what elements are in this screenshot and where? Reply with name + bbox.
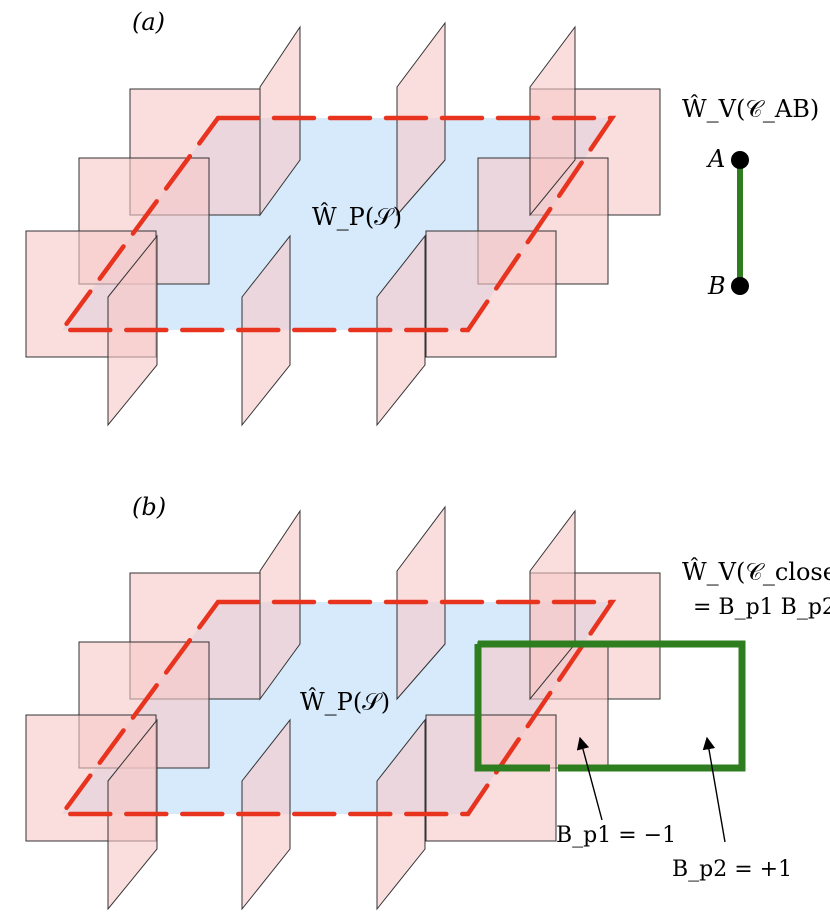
wilson-loop-closed bbox=[520, 640, 746, 772]
boundary-dashes-a bbox=[57, 115, 617, 333]
endpoint-a-label: A bbox=[706, 145, 725, 173]
surface-operator-label-b: Ŵ_P(𝒮) bbox=[300, 687, 390, 716]
panel-a: (a) Ŵ_P(𝒮) Ŵ_V(𝒞_AB) A bbox=[25, 8, 819, 427]
endpoint-a-dot bbox=[731, 151, 749, 169]
wilson-equals-label: = B_p1 B_p2 bbox=[693, 595, 830, 620]
sheet-square bbox=[425, 230, 557, 358]
sheet-slanted bbox=[376, 234, 426, 427]
arrow-plaquette-1 bbox=[576, 736, 603, 821]
wilson-operator-label-b: Ŵ_V(𝒞_closed) bbox=[682, 557, 830, 586]
plaquette-1-label: B_p1 = −1 bbox=[556, 823, 676, 848]
arrow-plaquette-2 bbox=[702, 736, 726, 843]
surface-operator-label-a: Ŵ_P(𝒮) bbox=[312, 202, 402, 231]
boundary-dashes-b bbox=[57, 599, 617, 817]
sheet-slanted bbox=[259, 509, 301, 701]
wilson-operator-label-a: Ŵ_V(𝒞_AB) bbox=[682, 94, 819, 123]
panel-b: (b) Ŵ_P(𝒮) Ŵ_V(𝒞_closed) = B_p1 B_p2 bbox=[25, 493, 830, 911]
panel-b-label: (b) bbox=[132, 493, 166, 521]
sheet-slanted bbox=[529, 25, 576, 217]
sheet-square bbox=[425, 714, 557, 842]
plaquette-2-label: B_p2 = +1 bbox=[672, 857, 792, 882]
wilson-loop-closed-left bbox=[474, 644, 550, 772]
sheet-slanted bbox=[376, 718, 426, 911]
endpoint-b-label: B bbox=[707, 272, 726, 300]
panel-a-label: (a) bbox=[132, 8, 165, 36]
endpoint-b-dot bbox=[731, 277, 749, 295]
sheet-slanted bbox=[259, 25, 301, 217]
